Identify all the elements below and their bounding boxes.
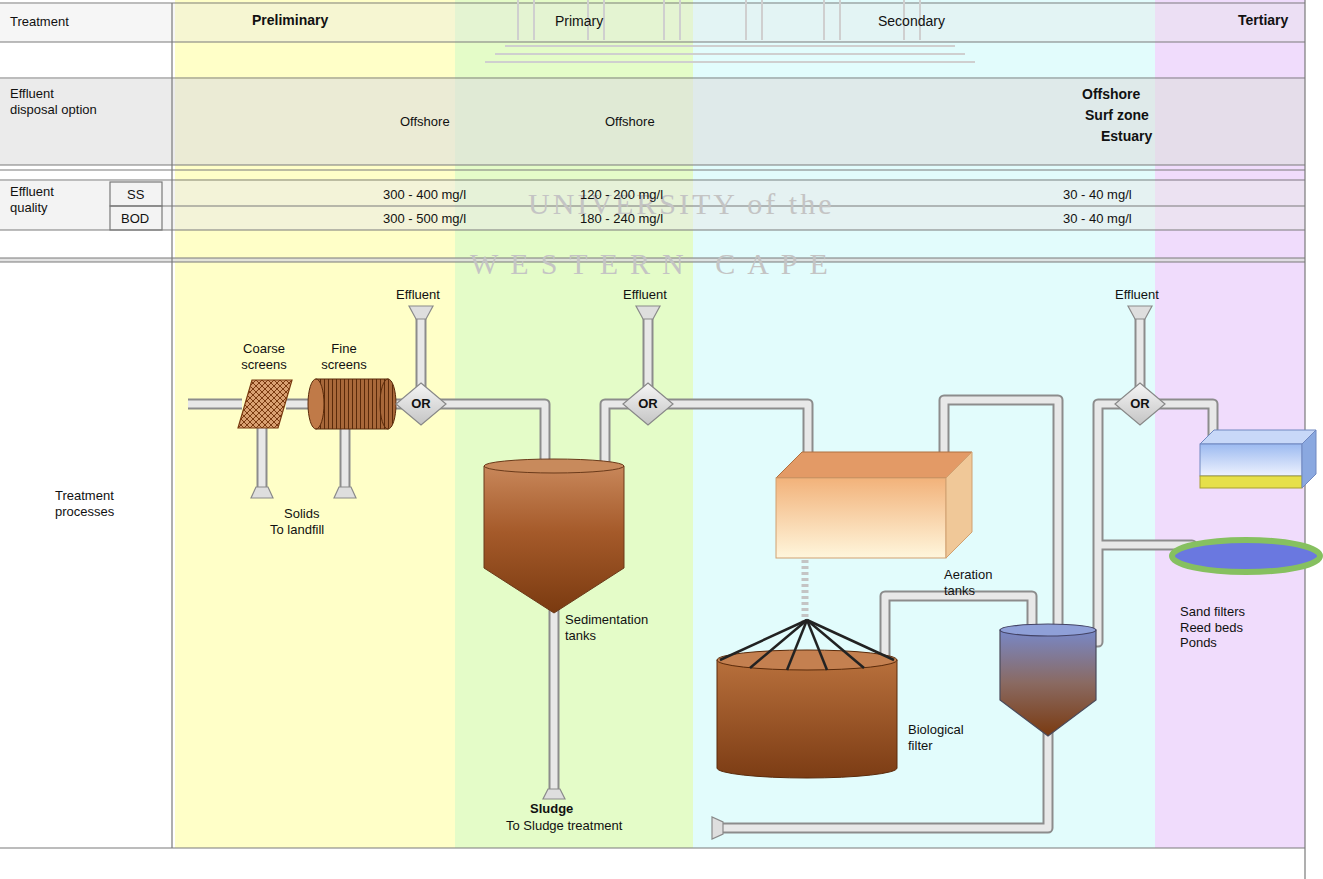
quality-value: 30 - 40 mg/l — [1063, 211, 1132, 227]
decision-text: OR — [1130, 396, 1150, 412]
equipment-label: Biological filter — [908, 722, 978, 753]
pipe-connector — [440, 404, 545, 464]
sludge-label: To Sludge treatment — [506, 818, 622, 834]
pipe-connector — [805, 554, 806, 622]
decision-diamond: OR — [1115, 383, 1165, 425]
decision-text: OR — [638, 396, 658, 412]
equipment-label: Aeration tanks — [944, 567, 1010, 598]
column-heading: Secondary — [878, 13, 945, 30]
equipment-label: Coarse screens — [234, 341, 294, 372]
quality-value: 120 - 200 mg/l — [580, 187, 663, 203]
biological-filter: Biological filter — [712, 618, 902, 780]
quality-value: 180 - 240 mg/l — [580, 211, 663, 227]
equipment-label: Fine screens — [318, 341, 370, 372]
row-heading: Treatment processes — [55, 488, 135, 519]
pipe-connector — [1159, 404, 1213, 436]
disposal-option: Offshore — [400, 114, 450, 130]
row-heading: Effluent disposal option — [10, 86, 100, 117]
sedimentation-tank: Sedimentation tanks — [480, 458, 628, 613]
quality-value: 30 - 40 mg/l — [1063, 187, 1132, 203]
row-heading: Treatment — [10, 14, 69, 30]
aeration-tank: Aeration tanks — [776, 452, 972, 558]
disposal-option: Surf zone — [1085, 107, 1149, 124]
coarse-screen-shape — [238, 380, 292, 428]
solids-label: Solids — [284, 506, 319, 522]
row-heading: Effluent quality — [10, 184, 80, 215]
disposal-option: Offshore — [605, 114, 655, 130]
column-heading: Preliminary — [252, 12, 328, 29]
disposal-option: Offshore — [1082, 86, 1140, 103]
decision-diamond: OR — [623, 383, 673, 425]
pipe-connector — [667, 404, 808, 466]
parameter-name: BOD — [121, 211, 149, 227]
decision-text: OR — [411, 396, 431, 412]
sedimentation-tank-shape — [480, 458, 628, 613]
biological-filter-shape — [712, 618, 902, 780]
pipe-connector — [605, 404, 631, 464]
solids-label: To landfill — [270, 522, 324, 538]
column-heading: Primary — [555, 13, 603, 30]
column-heading: Tertiary — [1238, 12, 1288, 29]
fine-screen: Fine screens — [308, 379, 396, 429]
equipment-label: Sedimentation tanks — [565, 612, 675, 643]
equipment-label: Sand filters Reed beds Ponds — [1180, 604, 1264, 651]
quality-value: 300 - 500 mg/l — [383, 211, 466, 227]
tertiary-treatment-shape — [1166, 426, 1321, 576]
disposal-option: Estuary — [1101, 128, 1152, 145]
sludge-label: Sludge — [530, 801, 573, 817]
effluent-label: Effluent — [396, 287, 440, 303]
decision-diamond: OR — [396, 383, 446, 425]
quality-value: 300 - 400 mg/l — [383, 187, 466, 203]
parameter-name: SS — [127, 187, 144, 203]
effluent-label: Effluent — [1115, 287, 1159, 303]
tertiary-treatment: Sand filters Reed beds Ponds — [1166, 426, 1321, 576]
watermark: WESTERN CAPE — [470, 246, 840, 282]
aeration-tank-shape — [776, 452, 972, 558]
effluent-label: Effluent — [623, 287, 667, 303]
coarse-screen: Coarse screens — [238, 380, 292, 428]
fine-screen-shape — [308, 379, 396, 429]
watermark: UNIVERSITY of the — [528, 186, 835, 222]
